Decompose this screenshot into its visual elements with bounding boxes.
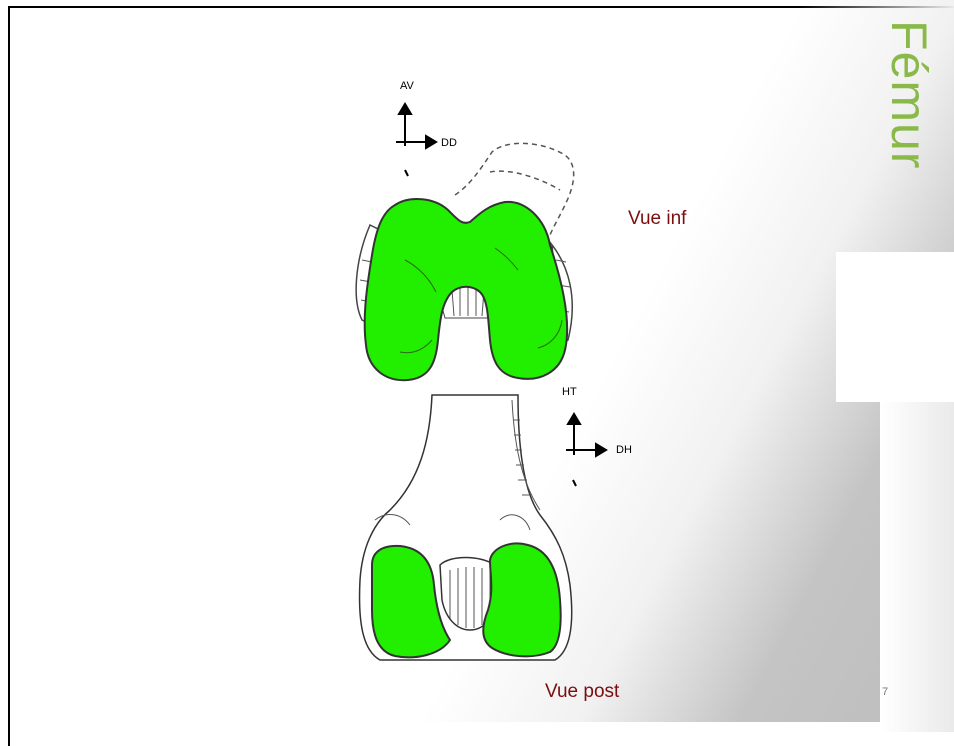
page-number: 7 xyxy=(882,686,888,698)
caption-vue-inf: Vue inf xyxy=(628,208,686,230)
axis-arrows-top xyxy=(396,104,436,148)
axis-label-av: AV xyxy=(400,80,414,92)
axis-label-dh: DH xyxy=(616,444,632,456)
femur-illustration xyxy=(0,0,954,722)
axis-label-ht: HT xyxy=(562,386,577,398)
inferior-view xyxy=(356,199,572,380)
caption-vue-post: Vue post xyxy=(545,681,619,703)
posterior-view xyxy=(360,395,572,660)
axis-arrows-bottom xyxy=(566,414,606,456)
posterior-condyle-right xyxy=(483,543,560,656)
axis-label-dd: DD xyxy=(441,137,457,149)
